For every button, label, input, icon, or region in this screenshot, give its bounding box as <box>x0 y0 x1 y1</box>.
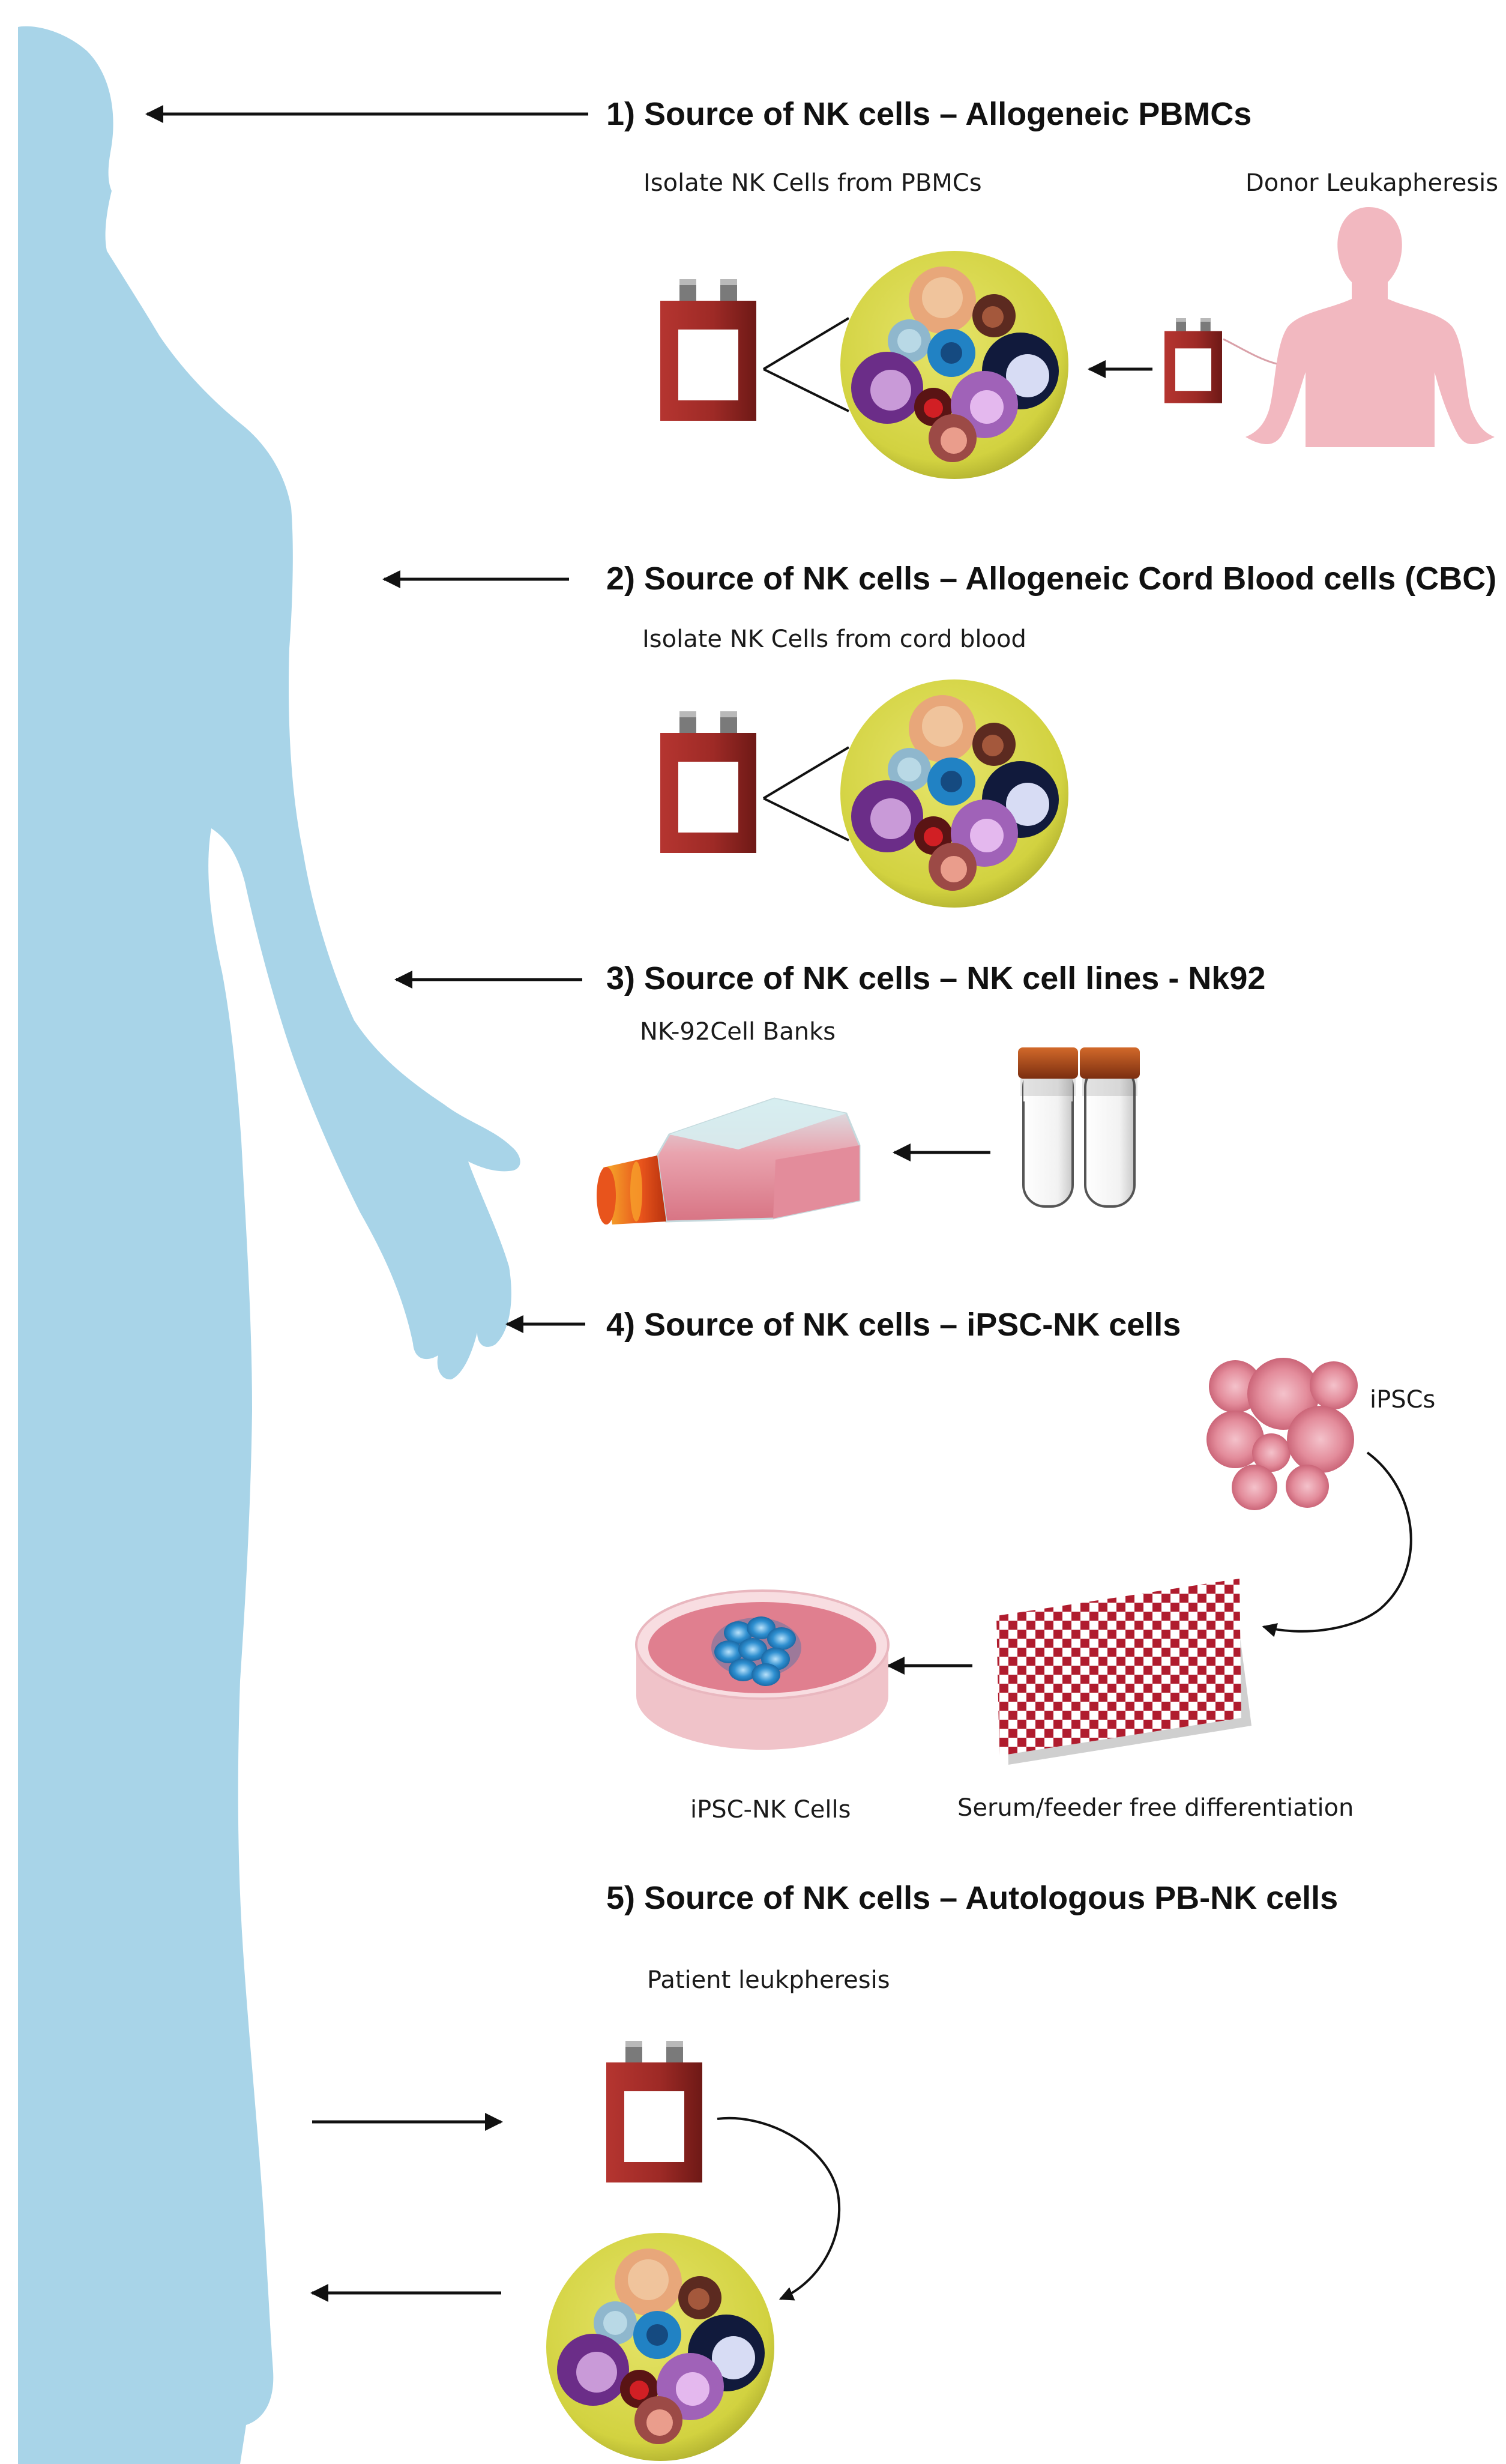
section-3-heading: 3) Source of NK cells – NK cell lines - … <box>606 960 1265 996</box>
human-silhouette <box>18 26 520 2464</box>
section-2-heading: 2) Source of NK cells – Allogeneic Cord … <box>606 561 1496 597</box>
section-1-caption-donor: Donor Leukapheresis <box>1245 169 1498 197</box>
cryovial-icon <box>1018 1047 1140 1208</box>
small-blood-bag-icon <box>1164 318 1222 403</box>
section-5-caption: Patient leukpheresis <box>647 1966 890 1994</box>
differentiation-caption: Serum/feeder free differentiation <box>957 1794 1354 1822</box>
blood-bag-icon <box>660 711 756 853</box>
cell-mix-icon <box>840 251 1068 479</box>
cell-mix-icon <box>546 2233 774 2461</box>
section-4-heading: 4) Source of NK cells – iPSC-NK cells <box>606 1307 1181 1343</box>
section-5-heading: 5) Source of NK cells – Autologous PB-NK… <box>606 1880 1338 1916</box>
culture-flask-icon <box>597 1097 861 1224</box>
blood-bag-icon <box>606 2041 702 2182</box>
ipsc-caption: iPSCs <box>1370 1386 1435 1414</box>
petri-dish-icon <box>635 1589 890 1750</box>
section-1-caption-isolate: Isolate NK Cells from PBMCs <box>643 169 982 197</box>
section-3-caption: NK-92Cell Banks <box>640 1018 836 1046</box>
ipsc-cluster-icon <box>1206 1358 1358 1510</box>
checkerboard-plate-icon <box>996 1579 1251 1765</box>
section-1-heading: 1) Source of NK cells – Allogeneic PBMCs <box>606 96 1251 132</box>
section-2-caption: Isolate NK Cells from cord blood <box>642 625 1026 653</box>
donor-torso-icon <box>1245 207 1495 447</box>
ipsc-nk-caption: iPSC-NK Cells <box>690 1796 851 1824</box>
cell-mix-icon <box>840 679 1068 908</box>
blood-bag-icon <box>660 279 756 421</box>
